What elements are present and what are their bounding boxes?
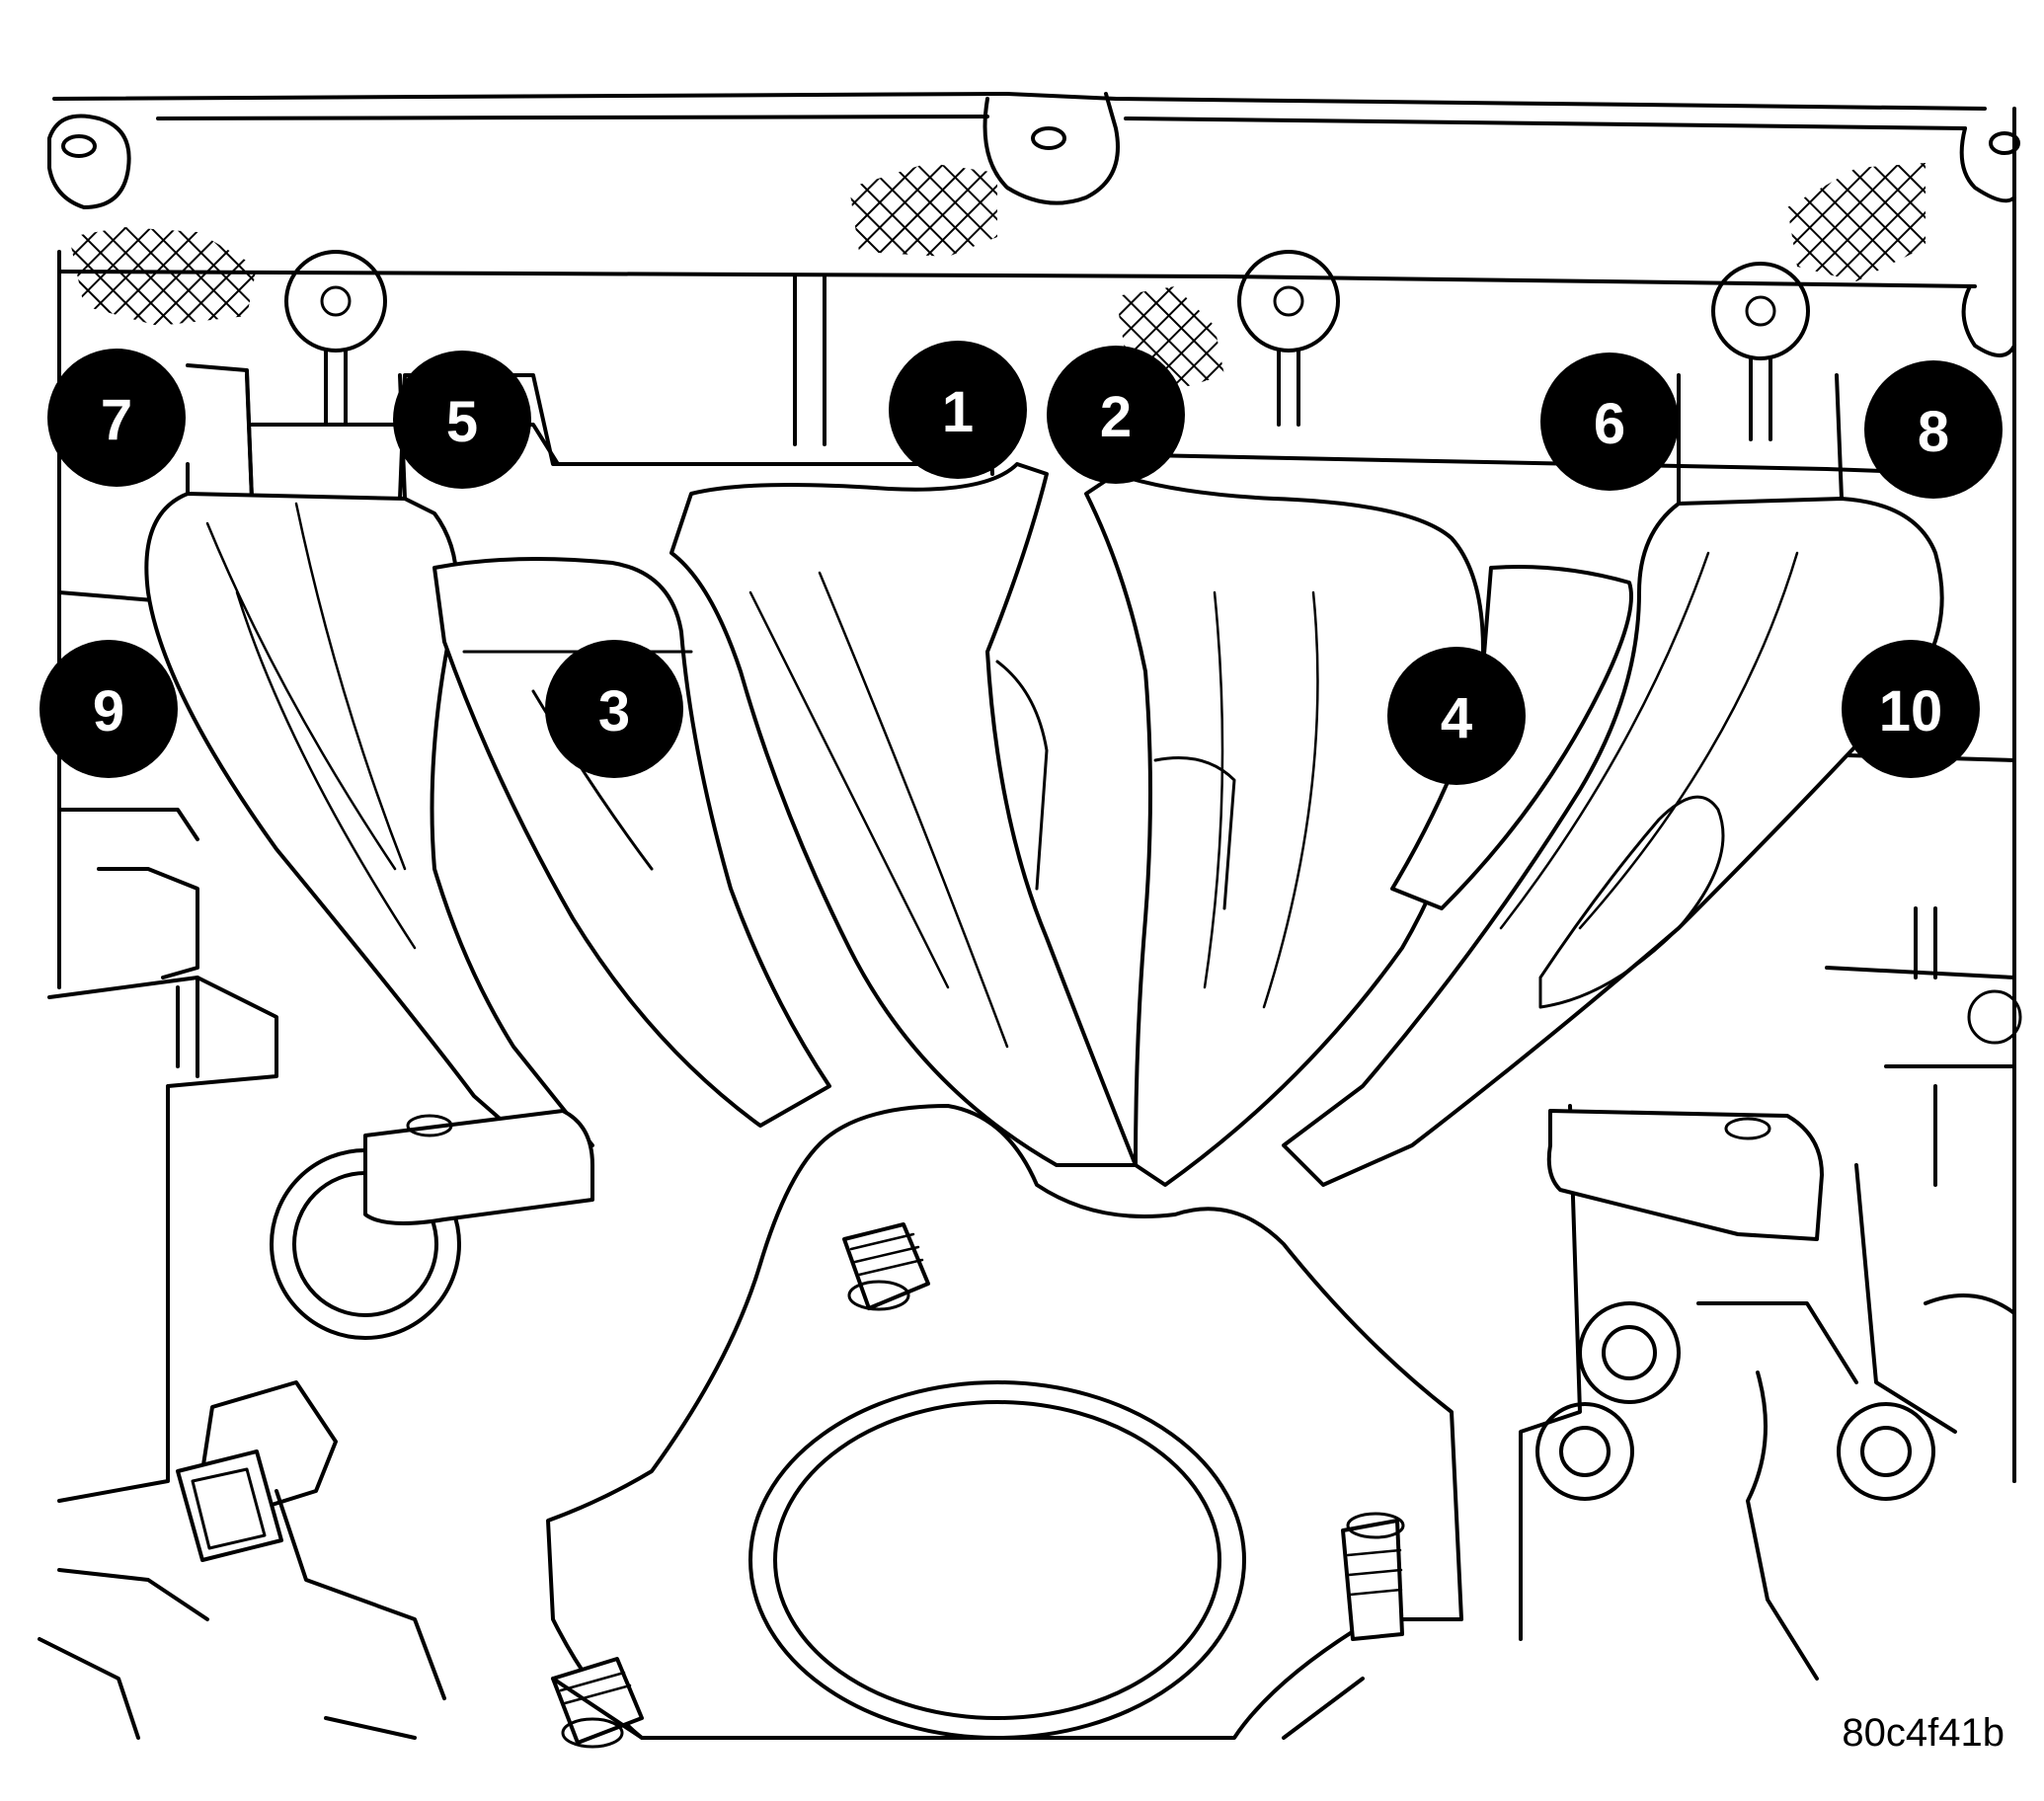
hatched-pad-right [1787, 163, 1926, 281]
svg-text:8: 8 [1918, 400, 1949, 464]
bolt-callout-1: 1 [889, 341, 1027, 479]
temperature-sensor [176, 1380, 338, 1562]
figure-code: 80c4f41b [1842, 1711, 2005, 1755]
flange-stud-top [842, 1222, 930, 1311]
exhaust-manifold [144, 363, 1944, 1749]
mount-ear-left [363, 1109, 594, 1225]
bolt-callout-5: 5 [393, 351, 531, 489]
svg-text:6: 6 [1594, 392, 1625, 456]
runner-right-outer [1282, 497, 1944, 1187]
bolt-callout-6: 6 [1540, 352, 1679, 491]
svg-text:5: 5 [446, 390, 478, 454]
runner-center-1 [669, 462, 1138, 1167]
bolt-callout-10: 10 [1842, 640, 1980, 778]
head-stud-center [1237, 250, 1340, 427]
cylinder-head [47, 92, 2020, 1483]
bolt-callout-8: 8 [1864, 360, 2003, 499]
runner-center-2 [1084, 472, 1485, 1187]
bolt-callout-2: 2 [1047, 346, 1185, 484]
head-stud-right [1711, 262, 1810, 441]
outlet-flange [546, 1104, 1463, 1740]
engine-block [38, 808, 2022, 1740]
mount-ear-right [1546, 1109, 1824, 1241]
flange-stud-right [1341, 1512, 1405, 1641]
svg-text:2: 2 [1100, 385, 1132, 449]
hatched-pad-left [69, 227, 257, 326]
svg-text:7: 7 [101, 388, 132, 452]
svg-text:10: 10 [1879, 679, 1943, 744]
svg-text:1: 1 [942, 380, 974, 444]
bolt-callout-7: 7 [47, 349, 186, 487]
hatched-pad-center [849, 163, 997, 257]
svg-text:4: 4 [1441, 686, 1472, 750]
svg-text:9: 9 [93, 679, 124, 744]
svg-text:3: 3 [598, 679, 630, 744]
bolt-callout-3: 3 [545, 640, 683, 778]
head-stud-left [284, 250, 387, 427]
bolt-callout-9: 9 [39, 640, 178, 778]
bolt-callout-4: 4 [1387, 647, 1526, 785]
